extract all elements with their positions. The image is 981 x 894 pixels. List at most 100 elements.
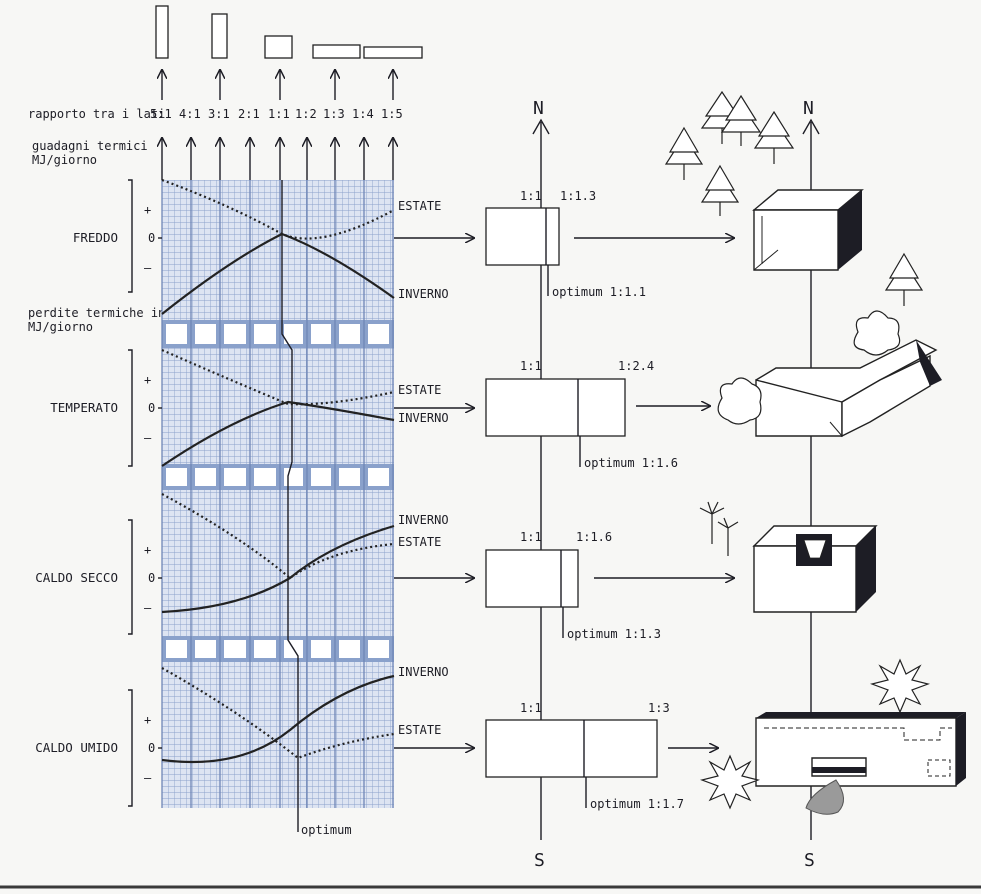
ratio-label-item: 5:1 (150, 107, 172, 121)
optimum-ticks (547, 265, 587, 808)
plan-ratio-left: 1:1 (520, 701, 542, 715)
plan-ratio-right: 1:2.4 (618, 359, 654, 373)
ratio-label: rapporto tra i lati (28, 107, 165, 121)
strip-cell (311, 468, 331, 486)
south-label-center: S (534, 850, 545, 871)
curves-freddo (161, 178, 395, 315)
zero-label: 0 (148, 741, 155, 755)
climate-name: CALDO UMIDO (35, 740, 118, 755)
curve-temperato-inverno (161, 400, 395, 467)
curves-caldo-umido (161, 667, 395, 764)
minus-label: – (144, 261, 152, 275)
gains-label-1: guadagni termici (32, 139, 148, 153)
trees (664, 90, 931, 810)
strip-cell (339, 324, 360, 344)
strip-cell (311, 640, 331, 658)
curve-label-top: INVERNO (398, 665, 449, 679)
curve-temperato-estate (161, 348, 395, 406)
climate-name: CALDO SECCO (35, 570, 118, 585)
plus-label: + (144, 203, 151, 217)
curve-label-top: INVERNO (398, 513, 449, 527)
optimum-line (281, 180, 299, 832)
strip-cell (368, 324, 389, 344)
minus-label: – (144, 601, 152, 615)
building-temperato (755, 339, 942, 438)
plan-optimum: optimum 1:1.7 (590, 797, 684, 811)
strip-cell (254, 640, 276, 658)
strip-cell (254, 468, 276, 486)
plan-ratio-left: 1:1 (520, 359, 542, 373)
plan-ratio-right: 1:1.3 (560, 189, 596, 203)
building-caldo-secco (752, 525, 878, 613)
footprint-5-1 (155, 5, 169, 59)
footprint-3-1 (211, 13, 228, 59)
zero-label: 0 (148, 401, 155, 415)
grid-panel-caldo-secco (162, 490, 394, 636)
strip-cell (311, 324, 331, 344)
curves-caldo-secco (161, 493, 395, 614)
grid-ticks (161, 180, 394, 808)
strip-cell (166, 640, 187, 658)
curve-caldo-umido-inverno (161, 674, 395, 764)
strip-cell (254, 324, 276, 344)
strip-cell (284, 468, 303, 486)
strip-cell (339, 640, 360, 658)
plan-boxes (485, 207, 658, 778)
curve-label-bottom: INVERNO (398, 411, 449, 425)
curve-caldo-secco-inverno (161, 524, 395, 614)
curve-caldo-umido-estate (161, 667, 395, 760)
sun-icon (869, 658, 931, 714)
tree-icon (700, 164, 740, 216)
ratio-label-item: 3:1 (208, 107, 230, 121)
plan-ratio-left: 1:1 (520, 530, 542, 544)
strip-cell (224, 468, 246, 486)
ratio-label-item: 1:3 (323, 107, 345, 121)
ratio-label-item: 1:1 (268, 107, 290, 121)
curve-label-top: ESTATE (398, 199, 441, 213)
strip-cell (224, 324, 246, 344)
grid-panel-freddo (162, 180, 394, 320)
gains-label-2: MJ/giorno (32, 153, 97, 167)
optimum-label: optimum (301, 823, 352, 837)
plus-label: + (144, 543, 151, 557)
ratio-label-item: 2:1 (238, 107, 260, 121)
strip-cell (166, 468, 187, 486)
ratio-label-item: 1:2 (295, 107, 317, 121)
plus-label: + (144, 373, 151, 387)
sun-icon (699, 754, 761, 810)
strip-cell (195, 640, 216, 658)
curve-label-bottom: INVERNO (398, 287, 449, 301)
losses-label-2: MJ/giorno (28, 320, 93, 334)
bush-icon (853, 310, 901, 356)
plan-optimum: optimum 1:1.3 (567, 627, 661, 641)
north-label-center: N (533, 98, 544, 119)
climate-name: TEMPERATO (50, 400, 118, 415)
curve-freddo-inverno (161, 232, 395, 315)
strip-cell (166, 324, 187, 344)
strip-cell (195, 468, 216, 486)
ratio-arrows (162, 70, 393, 180)
tree-icon (720, 94, 762, 146)
plan-ratio-right: 1:1.6 (576, 530, 612, 544)
grid-panels (162, 180, 394, 808)
curves-temperato (161, 348, 395, 467)
ratio-label-item: 1:5 (381, 107, 403, 121)
axis-brace (128, 179, 133, 293)
strip-cell (368, 468, 389, 486)
strip-cell (224, 640, 246, 658)
north-label-right: N (803, 98, 814, 119)
flow-arrows (394, 238, 734, 748)
zero-label: 0 (148, 571, 155, 585)
tree-icon (884, 252, 924, 306)
climate-name: FREDDO (73, 230, 118, 245)
ratio-label-item: 1:4 (352, 107, 374, 121)
footprint-1-3 (312, 44, 361, 59)
palm-icon (717, 517, 739, 556)
plan-caldo-umido (485, 719, 658, 778)
building-caldo-umido (755, 712, 966, 815)
building-freddo (752, 189, 864, 271)
minus-label: – (144, 771, 152, 785)
strip-cell (284, 324, 303, 344)
